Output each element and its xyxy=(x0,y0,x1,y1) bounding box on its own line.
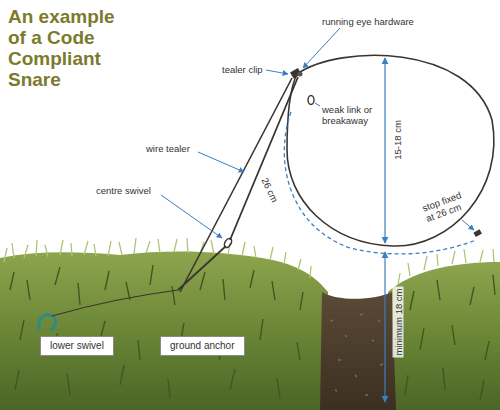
callout-box: lower swivel xyxy=(40,336,114,356)
weak-link xyxy=(308,96,314,105)
part-label: weak link or breakaway xyxy=(322,104,384,126)
leader-line xyxy=(315,103,320,106)
ground-clearance-dimension xyxy=(384,252,385,402)
running-eye xyxy=(298,72,303,77)
stop xyxy=(473,229,482,237)
leader-line xyxy=(161,195,222,238)
leader-line xyxy=(266,70,288,74)
callout-text: lower swivel xyxy=(50,340,104,351)
anchor-wire xyxy=(52,290,178,316)
loop-length-arc xyxy=(284,112,476,254)
part-label: minimum 18 cm xyxy=(393,286,404,357)
diagram-title: An example of a Code Compliant Snare xyxy=(8,6,126,90)
leader-line xyxy=(462,220,474,230)
leader-line xyxy=(303,28,340,68)
soil-specks xyxy=(330,314,383,395)
ground-anchor xyxy=(39,315,56,330)
snare-support-wire xyxy=(180,78,292,292)
leader-line xyxy=(198,152,244,172)
grass-blades-dark xyxy=(10,265,495,400)
part-label: tealer clip xyxy=(222,64,263,75)
part-label: running eye hardware xyxy=(322,16,414,27)
callout-box: ground anchor xyxy=(160,336,245,356)
part-label: 26 cm xyxy=(259,174,282,206)
part-label: 15-18 cm xyxy=(392,120,403,160)
grass-mound-left xyxy=(0,251,332,410)
part-label: centre swivel xyxy=(96,185,151,196)
part-label: wire tealer xyxy=(146,143,190,154)
loop-height-dimension xyxy=(384,58,385,243)
callout-text: ground anchor xyxy=(170,340,235,351)
wire-tealer xyxy=(178,77,298,290)
centre-swivel xyxy=(223,237,233,249)
part-label: stop fixed at 26 cm xyxy=(421,186,476,224)
snare-loop xyxy=(287,55,494,246)
grass-blades-light xyxy=(4,238,494,285)
